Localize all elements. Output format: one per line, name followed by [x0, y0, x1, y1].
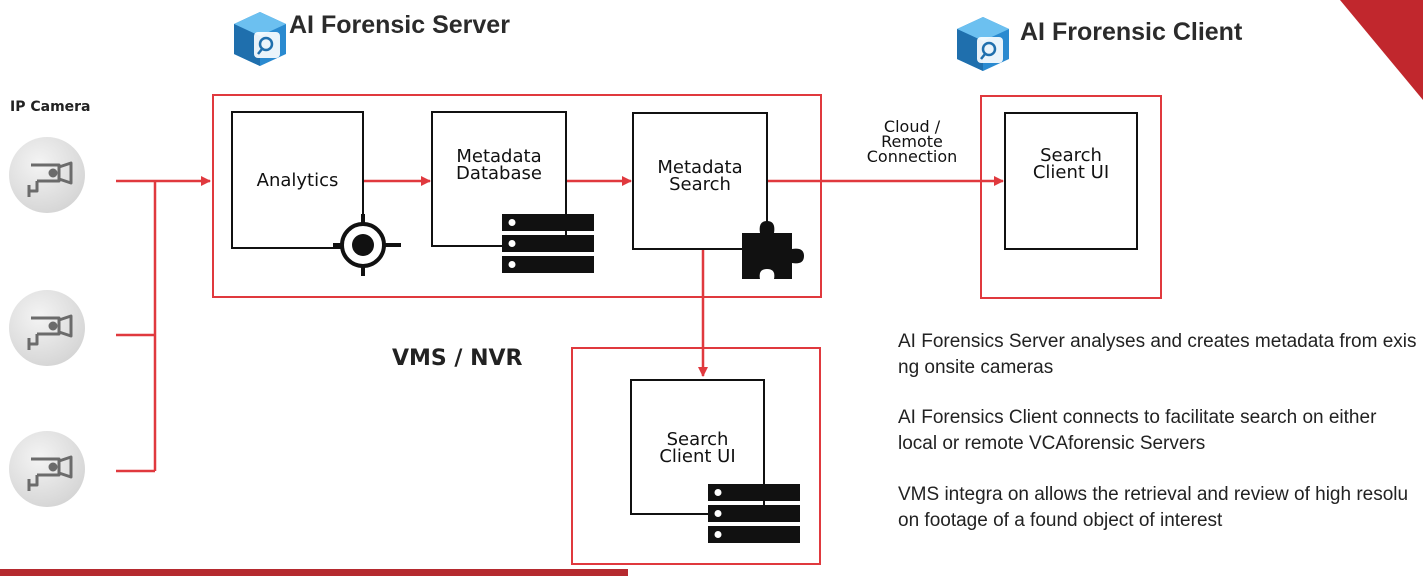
- target-icon: [333, 214, 401, 276]
- remote-search-client-box: Search Client UI: [1004, 112, 1138, 250]
- cube-search-icon: [234, 12, 286, 66]
- server-icon: [502, 214, 594, 273]
- metadata-search-box: Metadata Search: [632, 112, 768, 250]
- camera-icon: [27, 161, 73, 197]
- vms-search-client-label: Search Client UI: [659, 429, 736, 467]
- vms-search-client-box: Search Client UI: [630, 379, 765, 515]
- camera-1: [9, 137, 85, 213]
- analytics-box: Analytics: [231, 111, 364, 249]
- remote-search-client-label: Search Client UI: [1032, 145, 1110, 183]
- camera-2: [9, 290, 85, 366]
- description-client: AI Forensics Client connects to facilita…: [898, 407, 1377, 454]
- server-container: [212, 94, 822, 298]
- description-vms: VMS integra on allows the retrieval and …: [898, 484, 1409, 531]
- cube-search-icon: [957, 17, 1009, 71]
- corner-accent: [1340, 0, 1423, 100]
- camera-icon: [27, 455, 73, 491]
- client-title: AI Frorensic Client: [1020, 18, 1243, 46]
- camera-3: [9, 431, 85, 507]
- puzzle-icon: [742, 221, 804, 279]
- camera-icon: [27, 314, 73, 350]
- description-server: AI Forensics Server analyses and creates…: [898, 331, 1417, 378]
- bottom-accent-bar: [0, 569, 628, 576]
- metadata-database-label: Metadata Database: [456, 146, 542, 184]
- server-title: AI Forensic Server: [289, 11, 510, 39]
- connection-label: Cloud / Remote Connection: [866, 117, 958, 166]
- vms-container: [571, 347, 821, 565]
- server-icon: [708, 484, 800, 543]
- client-container: [980, 95, 1162, 299]
- vms-label: VMS / NVR: [392, 346, 523, 371]
- analytics-label: Analytics: [256, 169, 339, 191]
- camera-label: IP Camera: [10, 99, 91, 115]
- metadata-search-label: Metadata Search: [657, 157, 743, 195]
